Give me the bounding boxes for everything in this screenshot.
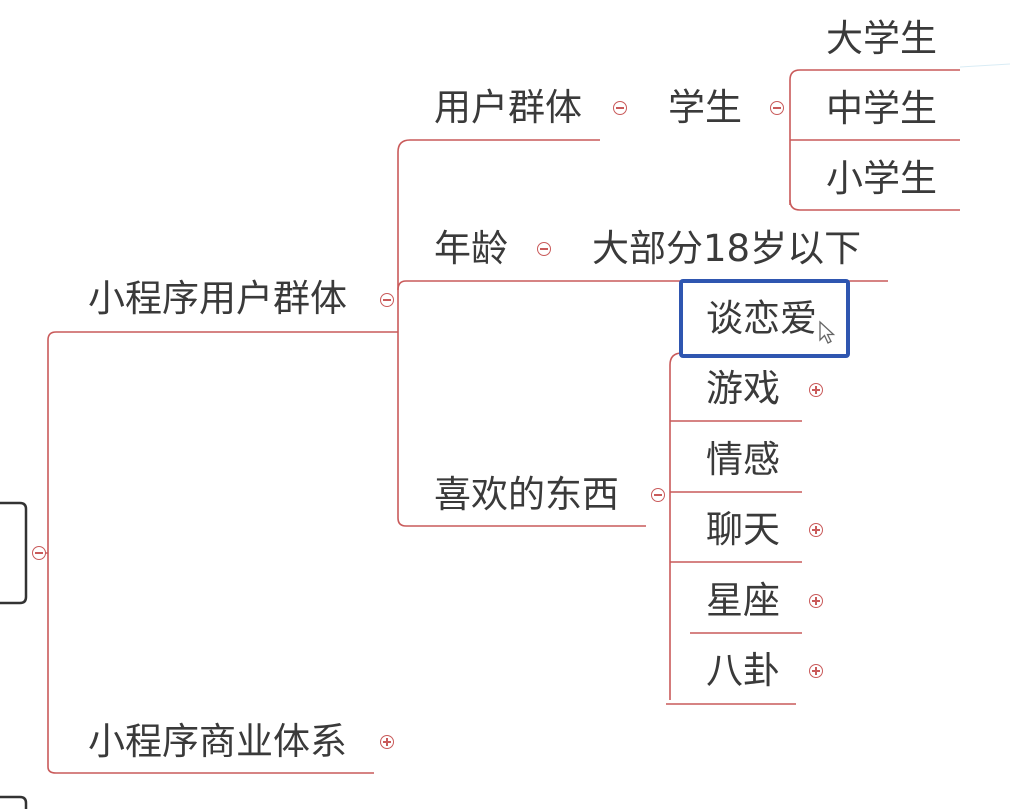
edge-root-mini-user-groups [47,331,398,341]
minus-circle-icon[interactable] [537,242,551,256]
minus-circle-icon[interactable] [613,101,627,115]
root-node-frame [0,501,28,605]
minus-circle-icon[interactable] [770,101,784,115]
root-node-frame-bottom [0,795,28,809]
node-students[interactable]: 学生 [668,86,742,129]
selected-node-frame [679,279,850,358]
edge-university [789,69,960,81]
mouse-pointer-icon [819,320,836,344]
minus-circle-icon[interactable] [380,293,394,307]
plus-circle-icon[interactable] [380,735,394,749]
node-middle-school[interactable]: 中学生 [826,87,937,130]
node-primary-school[interactable]: 小学生 [826,157,937,200]
node-mini-user-groups[interactable]: 小程序用户群体 [88,277,347,320]
node-university[interactable]: 大学生 [826,17,937,60]
plus-circle-icon[interactable] [809,383,823,397]
node-business-system[interactable]: 小程序商业体系 [88,720,347,763]
plus-circle-icon[interactable] [809,594,823,608]
node-gossip[interactable]: 八卦 [706,649,780,692]
node-romance[interactable]: 谈恋爱 [706,297,817,340]
edge-likes [397,517,646,527]
minus-circle-icon[interactable] [651,488,665,502]
node-games[interactable]: 游戏 [706,367,780,410]
node-age-value[interactable]: 大部分18岁以下 [592,227,862,270]
node-likes[interactable]: 喜欢的东西 [434,473,619,516]
node-user-groups[interactable]: 用户群体 [434,86,582,129]
plus-circle-icon[interactable] [809,664,823,678]
edge-user-groups [397,139,600,153]
plus-circle-icon[interactable] [809,523,823,537]
node-emotion[interactable]: 情感 [706,438,780,481]
edge-age [397,280,888,291]
node-age[interactable]: 年龄 [434,227,508,270]
minus-circle-icon[interactable] [32,546,46,560]
node-chat[interactable]: 聊天 [706,508,780,551]
edge-root-business-system [47,766,374,774]
edge-primary-school [789,199,960,211]
node-horoscope[interactable]: 星座 [706,579,780,622]
